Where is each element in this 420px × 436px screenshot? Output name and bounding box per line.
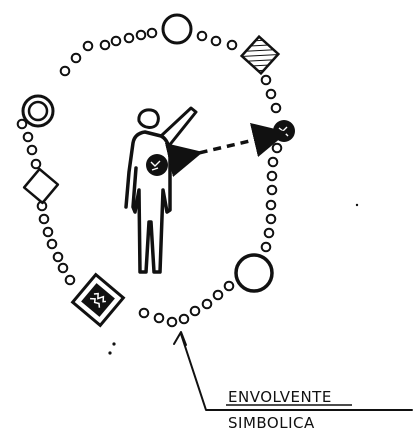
relation-arrow	[186, 136, 271, 156]
speck	[108, 351, 111, 354]
envelope-dot	[267, 215, 276, 224]
envelope-dot	[267, 201, 276, 210]
envelope-dot	[225, 282, 234, 291]
envelope-dot	[140, 309, 149, 318]
top-large-circle	[163, 15, 191, 43]
envelope-dot	[268, 172, 277, 181]
envelope-dot	[112, 37, 121, 46]
envelope-dot	[267, 90, 276, 99]
envelope-dot	[125, 34, 134, 43]
envelope-dot	[155, 314, 164, 323]
hatched-square-icon	[242, 37, 279, 74]
target-dot-icon	[273, 120, 295, 142]
envelope-dot	[32, 160, 41, 169]
speck	[112, 342, 115, 345]
leader-arrowhead	[174, 332, 186, 345]
envelope-dot	[101, 41, 110, 50]
label-simbolica: SIMBOLICA	[228, 414, 315, 432]
envelope-dot	[272, 104, 281, 113]
envelope-dot	[72, 54, 81, 63]
envelope-dot	[168, 318, 177, 327]
envelope-dot	[214, 291, 223, 300]
human-figure-icon	[126, 108, 196, 272]
envelope-dot	[198, 32, 207, 41]
envelope-dot	[137, 31, 146, 40]
envelope-dot	[212, 37, 221, 46]
envelope-dot	[262, 76, 271, 85]
envelope-dots	[18, 29, 282, 327]
figure-center-dot	[146, 154, 168, 176]
envelope-dot	[40, 215, 49, 224]
envelope-dot	[268, 186, 277, 195]
envelope-dot	[265, 229, 274, 238]
envelope-dot	[262, 243, 271, 252]
envelope-dot	[28, 146, 37, 155]
envelope-dot	[148, 29, 157, 38]
envelope-dot	[273, 144, 282, 153]
envelope-dot	[24, 133, 33, 142]
envelope-dot	[61, 67, 70, 76]
envelope-dot	[48, 240, 57, 249]
envelope-dot	[203, 300, 212, 309]
speck	[356, 204, 358, 206]
envelope-dot	[59, 264, 68, 273]
envelope-dot	[191, 307, 200, 316]
envelope-dot	[54, 253, 63, 262]
right-bottom-large-circle	[236, 255, 272, 291]
outline-square-icon	[24, 169, 58, 203]
envelope-dot	[84, 42, 93, 51]
texture-square-icon	[73, 275, 124, 326]
envelope-dot	[66, 276, 75, 285]
envelope-dot	[269, 158, 278, 167]
envelope-dot	[180, 315, 189, 324]
label-envolvente: ENVOLVENTE	[228, 388, 332, 406]
double-ring-icon	[23, 96, 53, 126]
envelope-dot	[44, 228, 53, 237]
envelope-dot	[228, 41, 237, 50]
